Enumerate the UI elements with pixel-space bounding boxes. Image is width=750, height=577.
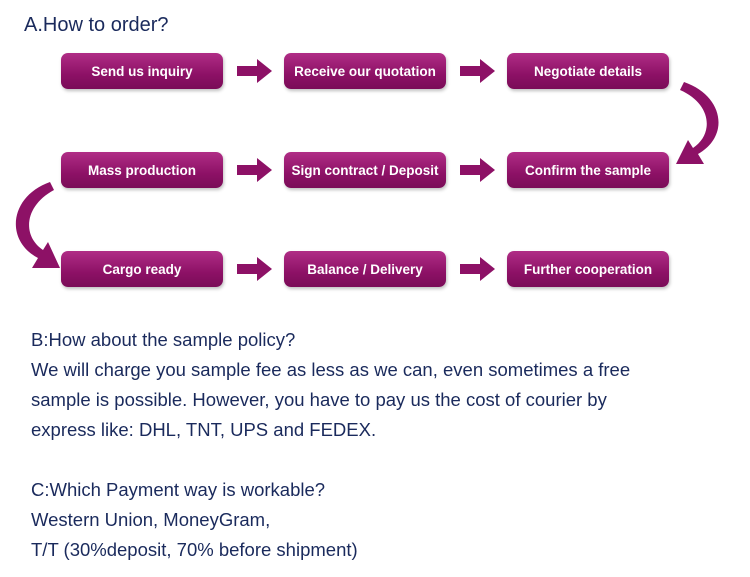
section-b-line: express like: DHL, TNT, UPS and FEDEX. — [31, 419, 377, 440]
right-arrow-icon — [460, 59, 495, 83]
section-c: C:Which Payment way is workable? Western… — [31, 475, 358, 565]
right-arrow-icon — [460, 257, 495, 281]
section-c-line: Western Union, MoneyGram, — [31, 509, 271, 530]
step-confirm-sample: Confirm the sample — [507, 152, 669, 188]
right-arrow-icon — [237, 59, 272, 83]
right-arrow-icon — [460, 158, 495, 182]
step-receive-quotation: Receive our quotation — [284, 53, 446, 89]
section-b-line: sample is possible. However, you have to… — [31, 389, 607, 410]
step-sign-contract-deposit: Sign contract / Deposit — [284, 152, 446, 188]
curved-down-arrow-icon — [15, 182, 60, 268]
step-mass-production: Mass production — [61, 152, 223, 188]
step-negotiate-details: Negotiate details — [507, 53, 669, 89]
section-a-title: A.How to order? — [24, 14, 169, 36]
step-send-inquiry: Send us inquiry — [61, 53, 223, 89]
section-c-question: C:Which Payment way is workable? — [31, 479, 326, 500]
step-cargo-ready: Cargo ready — [61, 251, 223, 287]
step-further-cooperation: Further cooperation — [507, 251, 669, 287]
section-b: B:How about the sample policy? We will c… — [31, 325, 630, 445]
right-arrow-icon — [237, 257, 272, 281]
section-c-line: T/T (30%deposit, 70% before shipment) — [31, 539, 358, 560]
section-b-question: B:How about the sample policy? — [31, 329, 296, 350]
section-b-line: We will charge you sample fee as less as… — [31, 359, 631, 380]
curved-down-arrow-icon — [676, 82, 719, 164]
step-balance-delivery: Balance / Delivery — [284, 251, 446, 287]
right-arrow-icon — [237, 158, 272, 182]
